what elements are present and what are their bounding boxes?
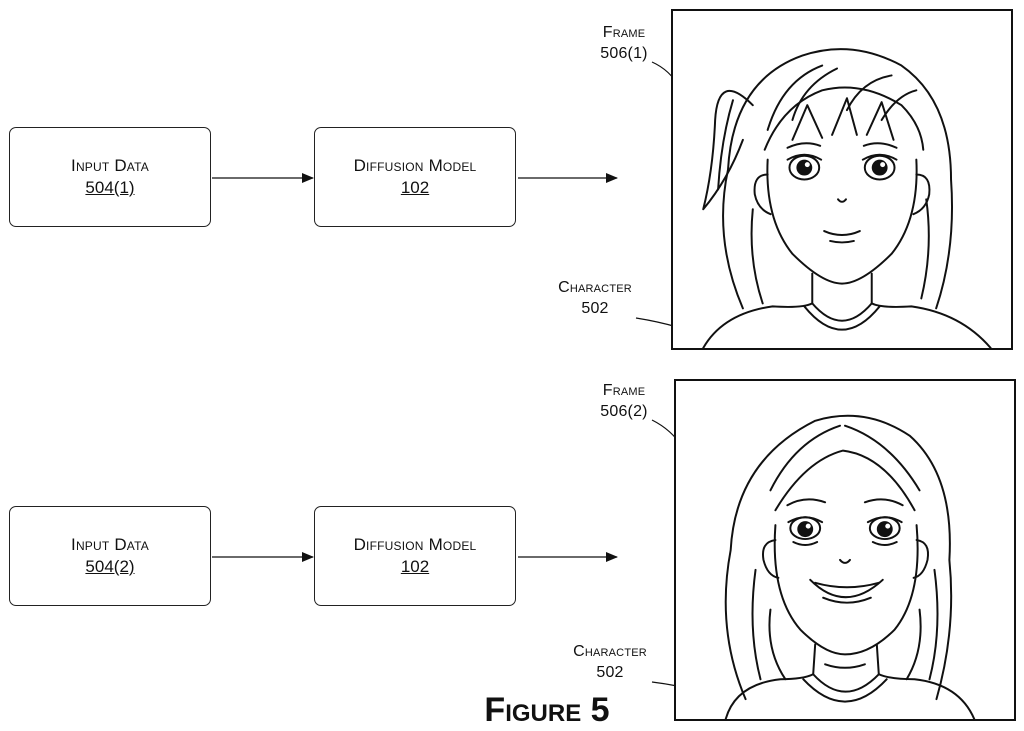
character-drawing-neutral: [673, 11, 1011, 348]
frame-image-1: [671, 9, 1013, 350]
input-data-ref-1: 504(1): [85, 177, 134, 199]
figure-title: Figure 5: [462, 690, 632, 730]
frame-label-ref-2: 506(2): [580, 401, 668, 422]
frame-label-2: Frame 506(2): [580, 380, 668, 422]
character-label-title-2: Character: [555, 641, 665, 662]
diffusion-model-title-1: Diffusion Model: [354, 155, 477, 177]
diffusion-model-ref-1: 102: [401, 177, 429, 199]
character-label-1: Character 502: [540, 277, 650, 319]
character-label-ref-2: 502: [555, 662, 665, 683]
input-data-title-1: Input Data: [71, 155, 149, 177]
input-data-title-2: Input Data: [71, 534, 149, 556]
diffusion-model-box-2: Diffusion Model 102: [314, 506, 516, 606]
character-drawing-smiling: [676, 381, 1014, 719]
character-label-ref-1: 502: [540, 298, 650, 319]
diffusion-model-title-2: Diffusion Model: [354, 534, 477, 556]
input-data-ref-2: 504(2): [85, 556, 134, 578]
diffusion-model-box-1: Diffusion Model 102: [314, 127, 516, 227]
frame-label-ref-1: 506(1): [580, 43, 668, 64]
frame-label-1: Frame 506(1): [580, 22, 668, 64]
input-data-box-1: Input Data 504(1): [9, 127, 211, 227]
input-data-box-2: Input Data 504(2): [9, 506, 211, 606]
diffusion-model-ref-2: 102: [401, 556, 429, 578]
frame-label-title-2: Frame: [580, 380, 668, 401]
character-label-title-1: Character: [540, 277, 650, 298]
character-label-2: Character 502: [555, 641, 665, 683]
frame-image-2: [674, 379, 1016, 721]
frame-label-title-1: Frame: [580, 22, 668, 43]
